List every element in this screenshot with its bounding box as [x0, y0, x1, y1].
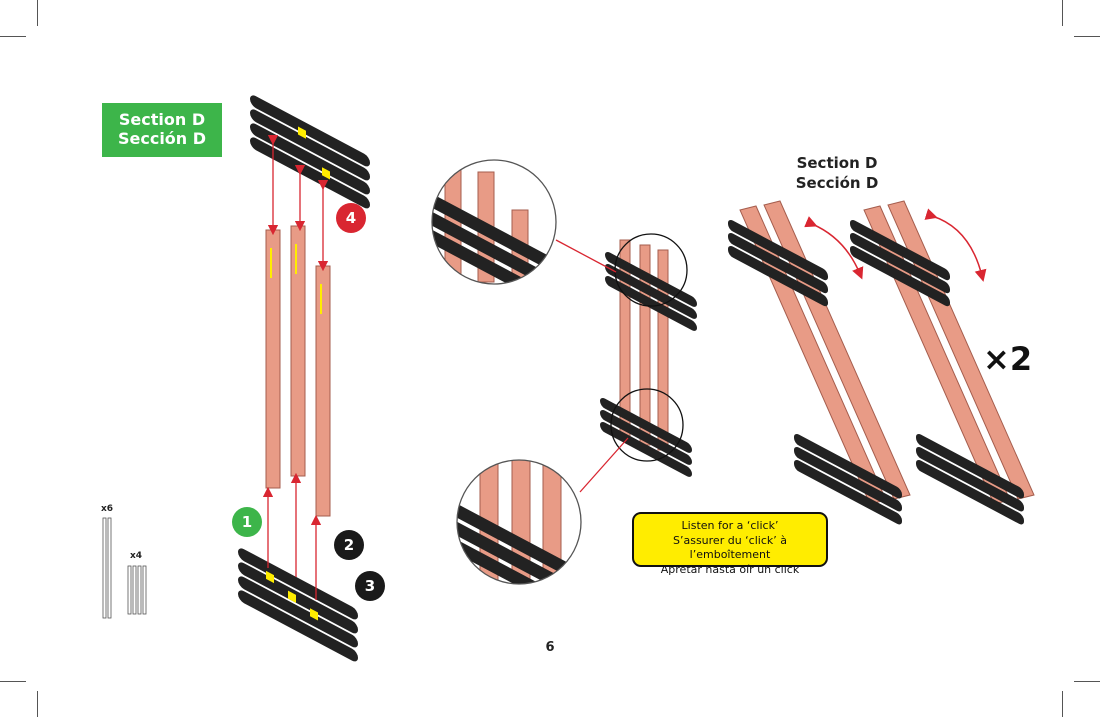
section-tag: Section D Sección D	[102, 103, 222, 157]
zoom-callout-bottom	[456, 437, 629, 585]
section-tag-line2: Sección D	[117, 129, 207, 148]
multiplier-label: ×2	[983, 340, 1033, 378]
bottom-tread	[238, 548, 358, 662]
crop-mark	[1074, 681, 1100, 682]
guide-arrows	[262, 134, 329, 600]
folded-section-right	[850, 200, 1035, 525]
vertical-rails	[265, 225, 331, 517]
section-title-line1: Section D	[796, 154, 878, 172]
crop-mark	[0, 681, 26, 682]
section-title-line2: Sección D	[795, 174, 879, 192]
crop-mark	[37, 0, 38, 26]
step-badge-3: 3	[355, 571, 385, 601]
click-note-line2: S’assurer du ‘click’ à l’emboîtement	[673, 533, 787, 562]
rail-quantity: x6	[101, 504, 114, 514]
click-note-line3: Apretar hasta oír un click	[660, 562, 800, 576]
click-note: Listen for a ‘click’ S’assurer du ‘click…	[632, 512, 828, 576]
bar-quantity: x4	[130, 551, 143, 561]
step-badge-4: 4	[336, 203, 366, 233]
parts-inventory	[102, 517, 147, 619]
crop-mark	[0, 36, 26, 37]
crop-mark	[1074, 36, 1100, 37]
zoom-callout-top	[431, 159, 617, 285]
click-note-line1: Listen for a ‘click’	[681, 519, 779, 532]
step-badge-2: 2	[334, 530, 364, 560]
top-tread	[250, 95, 370, 209]
section-tag-line1: Section D	[118, 110, 206, 129]
section-title: Section D Sección D	[782, 153, 892, 193]
crop-mark	[1062, 0, 1063, 26]
folded-section-left	[728, 200, 911, 525]
assembled-ladder	[600, 233, 697, 477]
crop-mark	[37, 691, 38, 717]
step-badge-1: 1	[232, 507, 262, 537]
page-number: 6	[545, 640, 555, 655]
crop-mark	[1062, 691, 1063, 717]
